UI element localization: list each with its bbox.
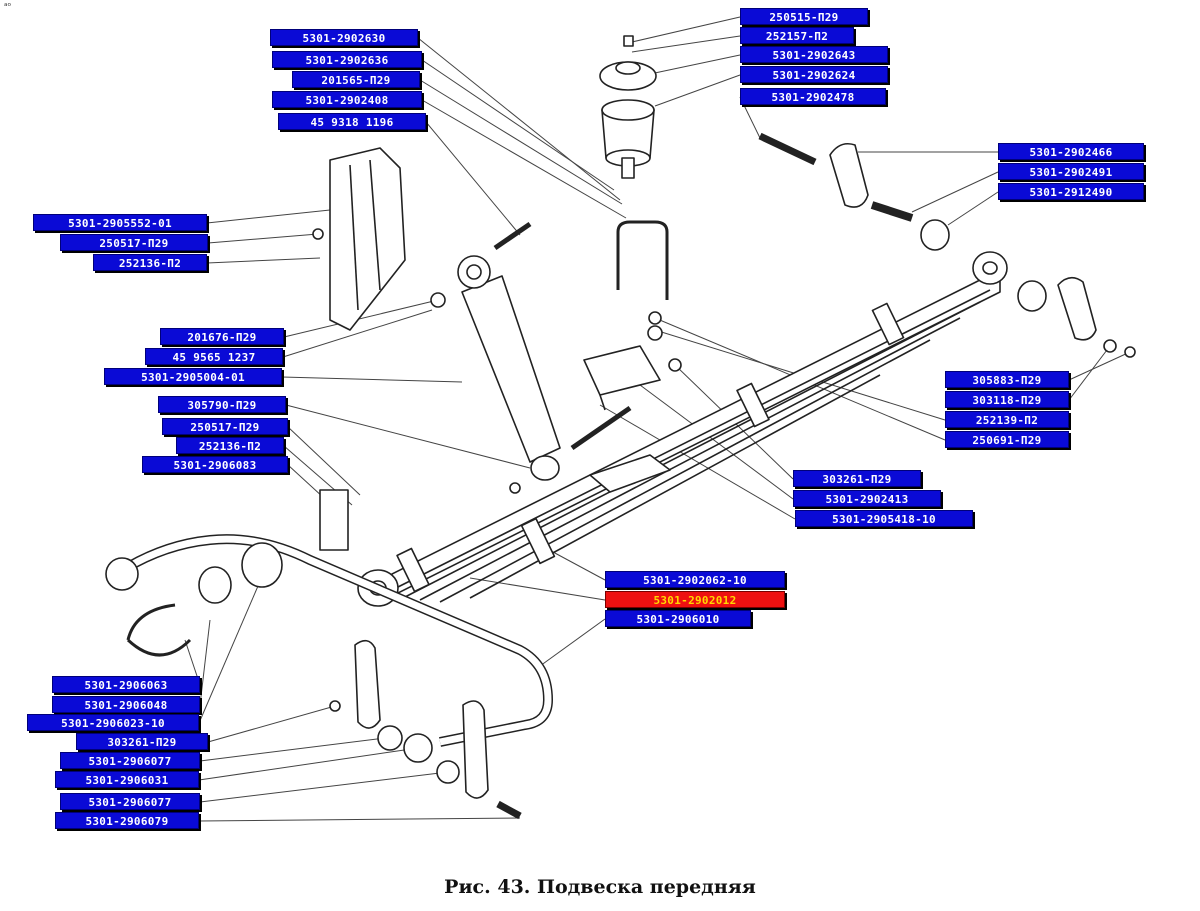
leader-line <box>281 376 463 383</box>
stabilizer-bushing-2 <box>198 566 232 604</box>
front-bracket <box>329 147 406 331</box>
leader-line <box>287 426 361 496</box>
callout-tag[interactable]: 303118-П29 <box>945 391 1069 408</box>
leader-line <box>206 209 331 224</box>
u-bolt <box>616 220 669 300</box>
callout-tag[interactable]: 5301-2902624 <box>740 66 888 83</box>
callout-tag[interactable]: 5301-2906023-10 <box>27 714 199 731</box>
leader-line <box>599 404 796 520</box>
callout-tag[interactable]: 5301-2906083 <box>142 456 288 473</box>
leader-line <box>207 233 319 244</box>
leader-line <box>283 299 439 338</box>
callout-tag[interactable]: 305790-П29 <box>158 396 286 413</box>
callout-tag[interactable]: 5301-2905004-01 <box>104 368 282 385</box>
figure-caption: Рис. 43. Подвеска передняя <box>444 876 756 898</box>
callout-tag[interactable]: 5301-2906079 <box>55 812 199 829</box>
leader-line <box>654 74 741 107</box>
callout-tag[interactable]: 5301-2902408 <box>272 91 422 108</box>
stabilizer-link-2 <box>462 700 489 799</box>
leader-lines <box>184 16 1131 822</box>
callout-tag[interactable]: 250515-П29 <box>740 8 868 25</box>
leader-line <box>282 309 433 358</box>
leader-line <box>639 384 794 500</box>
leader-line <box>649 54 741 75</box>
leader-line <box>1068 345 1111 401</box>
rear-shackle-plate <box>829 142 869 208</box>
callout-tag[interactable]: 201565-П29 <box>292 71 420 88</box>
callout-tag[interactable]: 250691-П29 <box>945 431 1069 448</box>
leader-line <box>631 16 741 43</box>
leader-line <box>199 771 449 803</box>
callout-tag[interactable]: 201676-П29 <box>160 328 284 345</box>
callout-tag[interactable]: 5301-2902630 <box>270 29 418 46</box>
callout-tag[interactable]: 5301-2906010 <box>605 610 751 627</box>
corner-mark: ᵃᵒ <box>4 2 12 12</box>
leader-line <box>631 35 741 53</box>
leader-line <box>198 747 419 781</box>
callout-tag-selected[interactable]: 5301-2902012 <box>605 591 785 608</box>
callout-tag[interactable]: 5301-2902478 <box>740 88 886 105</box>
leader-line <box>421 59 615 191</box>
callout-tag[interactable]: 5301-2902466 <box>998 143 1144 160</box>
callout-tag[interactable]: 305883-П29 <box>945 371 1069 388</box>
leader-line <box>198 585 259 724</box>
shock-lower-eye <box>530 455 560 481</box>
leader-line <box>469 577 606 601</box>
stabilizer-bushing-3 <box>241 542 283 588</box>
callout-tag[interactable]: 303261-П29 <box>793 470 921 487</box>
callout-tag[interactable]: 5301-2902491 <box>998 163 1144 180</box>
callout-tag[interactable]: 45 9318 1196 <box>278 113 426 130</box>
callout-tag[interactable]: 252157-П2 <box>740 27 854 44</box>
callout-tag[interactable]: 5301-2902636 <box>272 51 422 68</box>
callout-tag[interactable]: 250517-П29 <box>162 418 288 435</box>
leader-line <box>911 171 999 213</box>
callout-tag[interactable]: 5301-2906077 <box>60 752 200 769</box>
leader-line <box>207 705 336 743</box>
leader-line <box>417 37 621 201</box>
stabilizer-bushing-1 <box>105 557 139 591</box>
parts-artwork <box>105 35 1136 820</box>
callout-tag[interactable]: 5301-2912490 <box>998 183 1144 200</box>
callout-tag[interactable]: 5301-2906063 <box>52 676 200 693</box>
leader-line <box>419 79 623 205</box>
shock-absorber <box>461 275 561 463</box>
callout-tag[interactable]: 252139-П2 <box>945 411 1069 428</box>
callout-tag[interactable]: 5301-2906077 <box>60 793 200 810</box>
callout-tag[interactable]: 5301-2905418-10 <box>795 510 973 527</box>
leader-line <box>199 737 386 762</box>
leader-line <box>539 618 606 667</box>
callout-tag[interactable]: 252136-П2 <box>93 254 207 271</box>
callout-tag[interactable]: 5301-2905552-01 <box>33 214 207 231</box>
leader-line <box>1068 351 1131 381</box>
callout-tag[interactable]: 250517-П29 <box>60 234 208 251</box>
callout-tag[interactable]: 45 9565 1237 <box>145 348 283 365</box>
small-bracket <box>319 489 349 551</box>
stabilizer-link-1 <box>354 639 381 729</box>
callout-tag[interactable]: 5301-2902643 <box>740 46 888 63</box>
leader-line <box>198 817 521 822</box>
center-pad <box>589 454 671 493</box>
rear-shackle-plate-2 <box>1057 276 1097 341</box>
callout-tag[interactable]: 5301-2902062-10 <box>605 571 785 588</box>
leader-line <box>285 404 531 469</box>
callout-tag[interactable]: 5301-2906048 <box>52 696 200 713</box>
leader-line <box>206 257 321 264</box>
leader-line <box>421 99 627 219</box>
callout-tag[interactable]: 303261-П29 <box>76 733 208 750</box>
callout-tag[interactable]: 5301-2902413 <box>793 490 941 507</box>
leader-line <box>425 121 521 236</box>
callout-tag[interactable]: 252136-П2 <box>176 437 284 454</box>
callout-tag[interactable]: 5301-2906031 <box>55 771 199 788</box>
leader-line <box>947 191 999 226</box>
leader-line <box>199 619 211 706</box>
rubber-pad <box>583 345 661 396</box>
